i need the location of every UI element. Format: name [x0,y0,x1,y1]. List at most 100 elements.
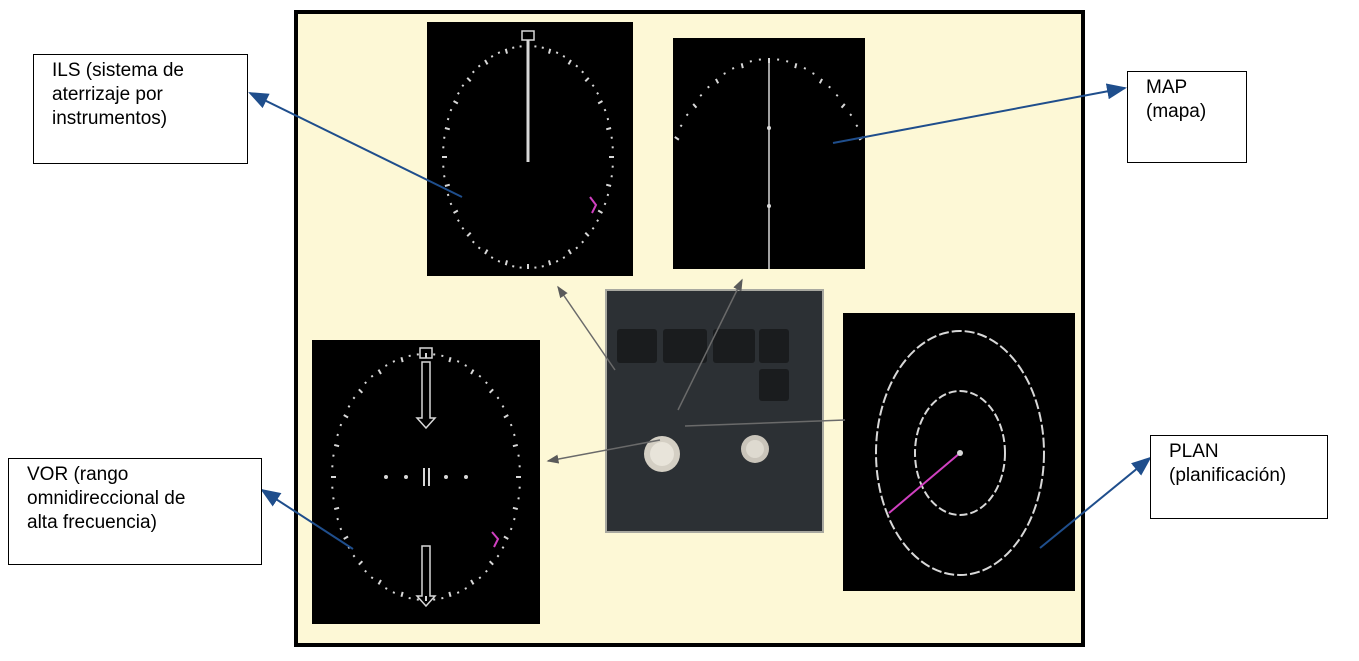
compass-tick [591,226,595,230]
compass-tick [377,579,382,585]
compass-tick [674,136,680,141]
compass-tick [818,78,823,84]
compass-tick [699,94,703,97]
compass-tick [446,117,450,121]
map-arrow [832,83,1127,144]
compass-tick [723,72,726,75]
compass-tick [584,231,590,237]
compass-tick [449,202,453,206]
compass-tick [496,554,500,558]
compass-tick [567,59,572,65]
efis-control-panel [605,289,824,533]
compass-tick [485,569,488,573]
compass-tick [333,443,340,448]
compass-tick [597,100,603,105]
compass-tick [456,91,460,95]
plan-label: PLAN (planificación) [1150,435,1328,519]
compass-tick [352,396,356,400]
compass-tick [470,579,475,585]
compass-tick [339,423,343,427]
compass-tick [384,587,388,590]
compass-tick [606,193,610,197]
vor-label-line-1: VOR (rango [27,464,129,485]
compass-tick [392,360,396,363]
plan-label-line-1: PLAN [1169,441,1219,462]
vor-label: VOR (rango omnidireccional de alta frecu… [8,458,262,565]
compass-tick [509,527,513,531]
compass-tick [509,423,513,427]
compass-tick [513,433,516,437]
compass-tick [471,240,475,244]
compass-tick [794,63,798,69]
compass-tick [392,591,396,594]
compass-tick [855,124,859,128]
compass-tick [584,77,590,83]
compass-tick [555,260,559,263]
efis-control-panel-icon [617,329,789,472]
compass-tick [488,388,494,394]
plan-screen-icon [875,330,1045,576]
compass-tick [484,249,489,255]
compass-tick [343,414,349,419]
compass-tick [581,240,585,244]
compass-tick [347,405,351,408]
compass-tick [575,64,579,68]
compass-tick [490,256,494,259]
compass-tick [485,381,488,385]
compass-tick [803,67,807,70]
compass-tick [567,249,572,255]
compass-tick [449,108,453,112]
compass-tick [605,183,612,187]
compass-tick [731,67,735,70]
compass-tick [364,381,367,385]
compass-tick [333,506,340,511]
plan-arrow [1039,456,1152,549]
compass-tick [496,396,500,400]
compass-tick [512,506,519,511]
compass-tick [513,517,516,521]
compass-tick [453,209,459,214]
compass-tick [444,183,451,187]
compass-tick [562,55,566,58]
panel-to-ils-arrow [557,285,616,371]
compass-tick [597,209,603,214]
compass-tick [358,560,364,566]
compass-tick [384,364,388,367]
compass-tick [740,63,744,69]
compass-tick [685,113,689,117]
compass-tick [477,246,481,250]
compass-tick [370,374,374,378]
ils-arrow [248,92,463,198]
compass-tick [352,554,356,558]
compass-tick [562,256,566,259]
ils-label-line-1: ILS (sistema de [52,60,184,81]
compass-tick [503,414,509,419]
compass-tick [456,591,460,594]
compass-tick [446,193,450,197]
vor-screen-icon [331,347,521,608]
compass-tick [444,127,451,131]
compass-tick [606,117,610,121]
compass-tick [488,560,494,566]
compass-tick [497,51,501,54]
panel-to-map-arrow [677,278,743,411]
compass-tick [461,226,465,230]
compass-tick [596,91,600,95]
compass-tick [835,94,839,97]
compass-tick [501,546,505,549]
compass-tick [490,55,494,58]
compass-tick [466,77,472,83]
compass-tick [470,369,475,375]
vor-display [312,340,540,624]
panel-to-vor-arrow [546,439,661,464]
compass-tick [453,100,459,105]
compass-tick [343,535,349,540]
compass-tick [471,70,475,74]
compass-tick [715,78,720,84]
compass-tick [547,48,552,54]
compass-tick [456,219,460,223]
compass-tick [484,59,489,65]
compass-tick [377,369,382,375]
compass-tick [339,527,343,531]
ils-label-line-3: instrumentos) [52,108,168,129]
